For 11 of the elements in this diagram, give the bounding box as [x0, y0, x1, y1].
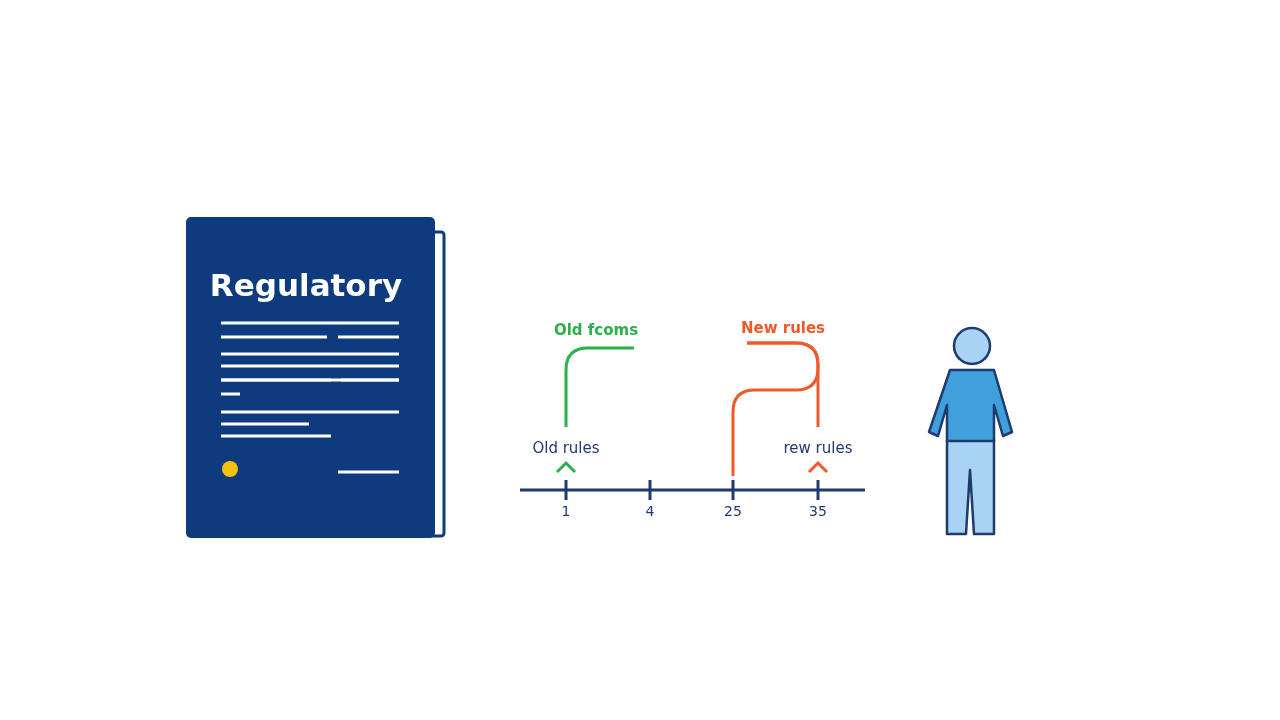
tick-label: 4 — [645, 503, 655, 519]
label-text: Old rules — [532, 439, 600, 457]
tick-label: 1 — [561, 503, 571, 519]
connector-line — [731, 341, 820, 476]
connector-line — [564, 346, 634, 427]
heading-text: New rules — [740, 319, 826, 337]
label-text: rew rules — [783, 439, 853, 457]
heading-text: Old fcoms — [553, 321, 639, 339]
book-title-text: Regulatory — [209, 267, 403, 303]
tick-label: 25 — [724, 503, 742, 519]
tick-label: 35 — [809, 503, 827, 519]
